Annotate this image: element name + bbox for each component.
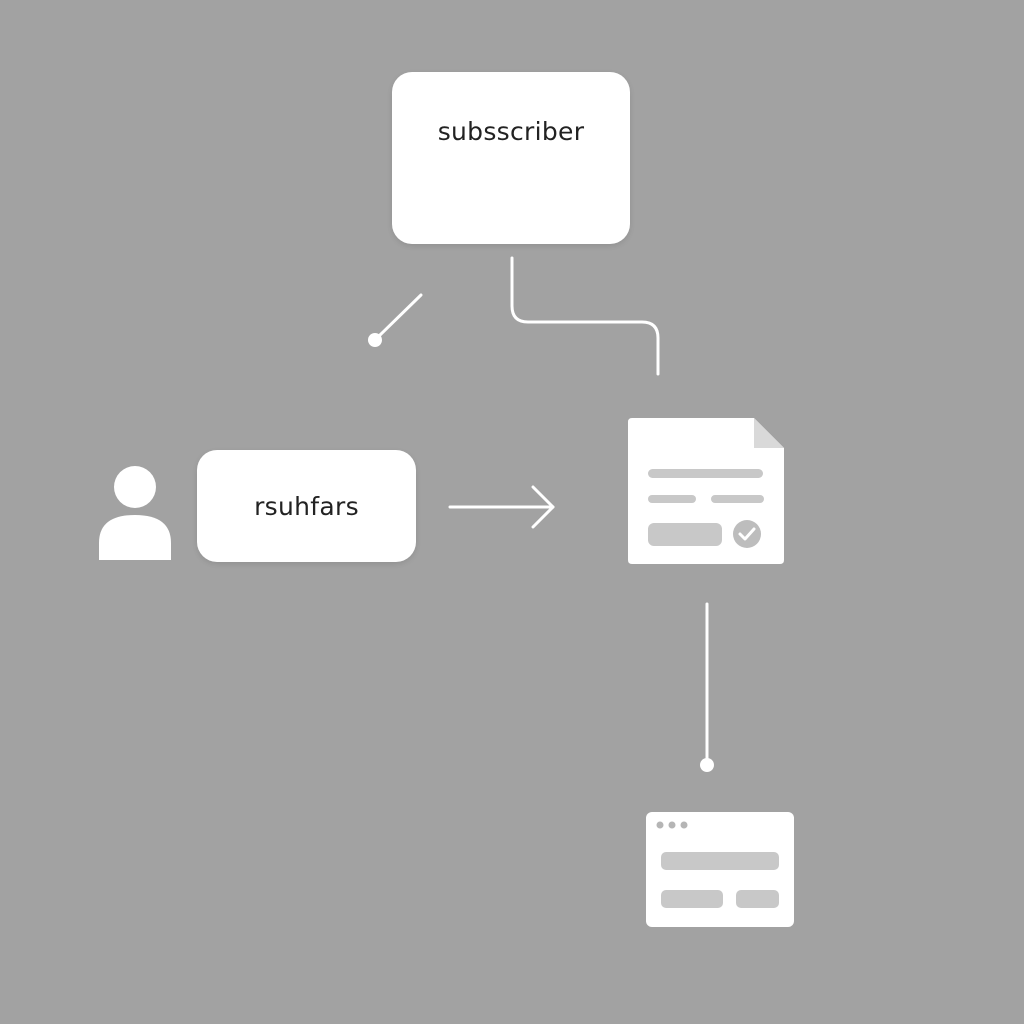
- arrow-user-to-document: [448, 485, 555, 529]
- connector-subscriber-to-document: [510, 256, 660, 376]
- document-check-icon: [628, 418, 784, 564]
- subscriber-node-label: subsscriber: [437, 117, 585, 146]
- connector-diagonal: [376, 293, 423, 339]
- connector-dot: [368, 333, 382, 347]
- user-node-label: rsuhfars: [254, 491, 359, 521]
- user-node[interactable]: rsuhfars: [197, 450, 416, 562]
- browser-window-icon: [646, 812, 794, 927]
- user-icon: [99, 466, 171, 560]
- connector-dot: [700, 758, 714, 772]
- subscriber-node[interactable]: subsscriber: [392, 72, 630, 244]
